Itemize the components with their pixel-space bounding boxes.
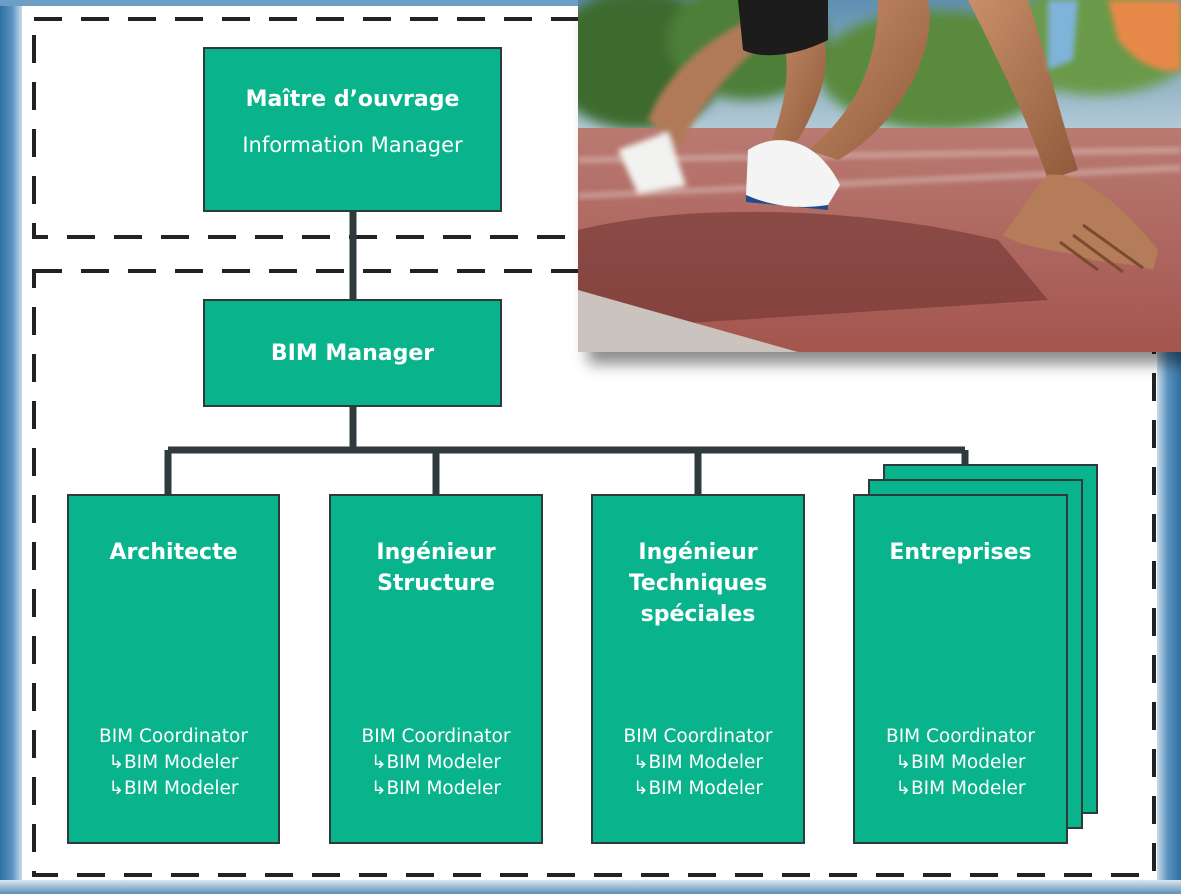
role-bim-coordinator: BIM Coordinator bbox=[361, 726, 511, 747]
node-ingenieur-structure bbox=[329, 494, 543, 844]
node-ingenieur-structure-title-line: Structure bbox=[377, 571, 495, 596]
role-bim-modeler: ↳BIM Modeler bbox=[370, 752, 502, 773]
node-architecte-roles: BIM Coordinator ↳BIM Modeler ↳BIM Modele… bbox=[68, 724, 279, 802]
node-entreprises-roles: BIM Coordinator ↳BIM Modeler ↳BIM Modele… bbox=[854, 724, 1067, 802]
role-bim-coordinator: BIM Coordinator bbox=[99, 726, 248, 747]
node-architecte-title-line: Architecte bbox=[109, 540, 238, 565]
sprinters-photo bbox=[578, 0, 1181, 352]
slide-background-bottom bbox=[0, 880, 1181, 894]
role-bim-modeler: ↳BIM Modeler bbox=[370, 778, 502, 799]
node-ingenieur-structure-title: Ingénieur Structure bbox=[330, 537, 542, 599]
node-ingenieur-structure-roles: BIM Coordinator ↳BIM Modeler ↳BIM Modele… bbox=[330, 724, 542, 802]
node-ingenieur-techniques bbox=[591, 494, 805, 844]
role-bim-coordinator: BIM Coordinator bbox=[623, 726, 773, 747]
node-architecte-title: Architecte bbox=[68, 537, 279, 568]
node-ingenieur-techniques-title-line: spéciales bbox=[640, 602, 756, 627]
node-ingenieur-techniques-title: Ingénieur Techniques spéciales bbox=[592, 537, 804, 630]
node-architecte bbox=[67, 494, 280, 844]
node-bim-manager bbox=[203, 299, 502, 407]
node-maitre-ouvrage-text: Maître d’ouvrage Information Manager bbox=[204, 84, 501, 157]
role-bim-modeler: ↳BIM Modeler bbox=[632, 752, 764, 773]
dashed-group-project-team bbox=[32, 269, 1156, 877]
node-ingenieur-techniques-title-line: Ingénieur bbox=[638, 540, 758, 565]
role-bim-modeler: ↳BIM Modeler bbox=[895, 752, 1026, 773]
node-maitre-ouvrage-title: Maître d’ouvrage bbox=[245, 87, 460, 112]
node-bim-manager-text: BIM Manager bbox=[204, 338, 501, 369]
role-bim-modeler: ↳BIM Modeler bbox=[632, 778, 764, 799]
role-bim-coordinator: BIM Coordinator bbox=[886, 726, 1035, 747]
node-ingenieur-techniques-title-line: Techniques bbox=[628, 571, 768, 596]
node-entreprises-stack bbox=[853, 464, 1098, 844]
sprinters-photo-image bbox=[578, 0, 1181, 352]
connector-lines bbox=[164, 210, 969, 495]
node-ingenieur-structure-title-line: Ingénieur bbox=[376, 540, 496, 565]
role-bim-modeler: ↳BIM Modeler bbox=[895, 778, 1026, 799]
node-maitre-ouvrage bbox=[203, 47, 502, 212]
node-entreprises bbox=[853, 494, 1068, 844]
node-ingenieur-techniques-roles: BIM Coordinator ↳BIM Modeler ↳BIM Modele… bbox=[592, 724, 804, 802]
role-bim-modeler: ↳BIM Modeler bbox=[108, 752, 239, 773]
node-entreprises-title: Entreprises bbox=[854, 537, 1067, 568]
node-entreprises-title-line: Entreprises bbox=[889, 540, 1032, 565]
node-bim-manager-title: BIM Manager bbox=[270, 341, 435, 366]
role-bim-modeler: ↳BIM Modeler bbox=[108, 778, 239, 799]
node-maitre-ouvrage-subtitle: Information Manager bbox=[242, 133, 463, 157]
slide-background-left bbox=[0, 0, 22, 894]
